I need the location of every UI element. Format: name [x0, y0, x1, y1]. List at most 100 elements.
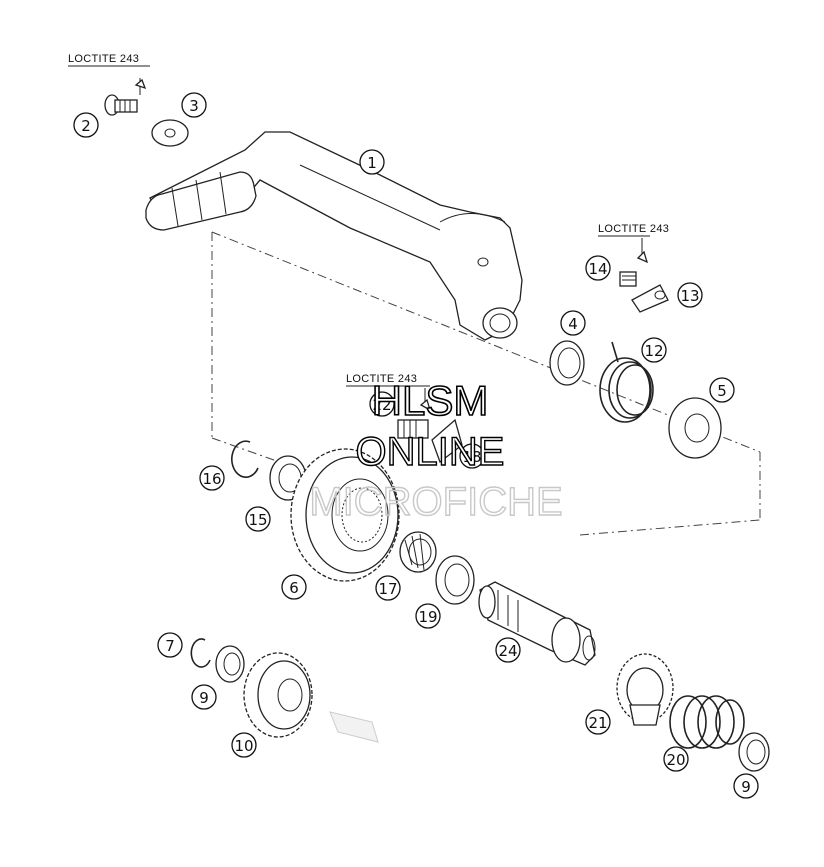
callout-number: 19: [418, 608, 437, 626]
callout-circle: [375, 575, 401, 601]
callout-18: 18: [459, 443, 485, 469]
callout-number: 9: [741, 778, 751, 796]
callout-circle: [641, 337, 667, 363]
callout-circle: [415, 603, 441, 629]
callout-circle: [245, 506, 271, 532]
callout-number: 4: [568, 315, 578, 333]
callout-12: 12: [641, 337, 667, 363]
callout-16: 16: [199, 465, 225, 491]
callout-1: 1: [359, 149, 385, 175]
callout-circle: [281, 574, 307, 600]
callout-number: 2: [81, 117, 91, 135]
plate-part-18: [431, 418, 463, 464]
callout-number: 15: [248, 511, 267, 529]
loctite-label: LOCTITE 243: [68, 53, 139, 65]
callout-19: 19: [415, 603, 441, 629]
callout-circle: [157, 632, 183, 658]
callout-number: 13: [680, 287, 699, 305]
callout-6: 6: [281, 574, 307, 600]
callout-number: 9: [199, 689, 209, 707]
callout-22: 22: [369, 391, 395, 417]
washer-part-5: [668, 397, 722, 459]
kick-shaft-part-24: [478, 581, 596, 666]
assembly-boundary: [211, 231, 761, 536]
ghost-pin: [329, 711, 379, 743]
callout-9: 9: [733, 773, 759, 799]
watermark-line-1: HLSM: [372, 377, 489, 424]
circlip-part-7: [190, 638, 211, 668]
callout-circle: [663, 746, 689, 772]
callout-circle: [585, 255, 611, 281]
callout-2: 2: [73, 112, 99, 138]
kick-spring-part-12: [599, 341, 654, 423]
bracket-part-13: [631, 284, 669, 313]
callout-number: 12: [644, 342, 663, 360]
washer-part-4: [549, 340, 585, 386]
callout-circle: [495, 637, 521, 663]
watermark-line-3: MICROFICHE: [309, 480, 562, 524]
needle-bearing-part-17: [399, 531, 437, 573]
callout-circle: [231, 732, 257, 758]
callout-4: 4: [560, 310, 586, 336]
callout-9: 9: [191, 684, 217, 710]
callout-7: 7: [157, 632, 183, 658]
circlip-part-16: [231, 440, 259, 478]
loctite-label: LOCTITE 243: [598, 223, 669, 235]
callout-21: 21: [585, 709, 611, 735]
callout-3: 3: [181, 92, 207, 118]
callout-number: 24: [498, 642, 517, 660]
washer-part-9-left: [215, 645, 245, 683]
callout-13: 13: [677, 282, 703, 308]
callout-24: 24: [495, 637, 521, 663]
callout-number: 1: [367, 154, 377, 172]
callout-20: 20: [663, 746, 689, 772]
callout-circle: [359, 149, 385, 175]
callout-circle: [733, 773, 759, 799]
washer-part-19: [435, 555, 475, 605]
callout-number: 18: [462, 448, 481, 466]
callout-number: 17: [378, 580, 397, 598]
callout-circle: [677, 282, 703, 308]
callout-circle: [459, 443, 485, 469]
callout-circle: [369, 391, 395, 417]
ratchet-part-21: [616, 653, 674, 726]
callout-10: 10: [231, 732, 257, 758]
callout-number: 3: [189, 97, 199, 115]
callout-circle: [73, 112, 99, 138]
washer-part-3: [151, 119, 189, 147]
callout-17: 17: [375, 575, 401, 601]
callout-circle: [199, 465, 225, 491]
callout-14: 14: [585, 255, 611, 281]
callout-circle: [191, 684, 217, 710]
kick-gear-part-6: [290, 448, 400, 582]
callout-circle: [585, 709, 611, 735]
callout-circle: [709, 377, 735, 403]
spring-part-20: [669, 695, 745, 749]
kick-lever: [145, 131, 523, 341]
callout-circle: [181, 92, 207, 118]
watermark-line-2: ONLINE: [356, 430, 505, 474]
callout-15: 15: [245, 506, 271, 532]
callout-number: 6: [289, 579, 299, 597]
loctite-note-2: LOCTITE 243: [598, 223, 669, 237]
loctite-note-3: LOCTITE 243: [346, 373, 430, 387]
callout-number: 10: [234, 737, 253, 755]
callout-number: 7: [165, 637, 175, 655]
callout-circle: [560, 310, 586, 336]
loctite-label: LOCTITE 243: [346, 373, 417, 385]
loctite-note-1: LOCTITE 243: [68, 53, 150, 67]
callout-number: 21: [588, 714, 607, 732]
screw-part-22: [397, 388, 432, 439]
callout-number: 22: [372, 396, 391, 414]
callout-number: 16: [202, 470, 221, 488]
screw-part-2: [104, 78, 147, 116]
callout-5: 5: [709, 377, 735, 403]
screw-part-14: [619, 238, 649, 287]
watermark: HLSM ONLINE MICROFICHE: [309, 376, 564, 525]
idler-gear-part-10: [243, 652, 313, 738]
callout-number: 5: [717, 382, 727, 400]
callout-number: 20: [666, 751, 685, 769]
